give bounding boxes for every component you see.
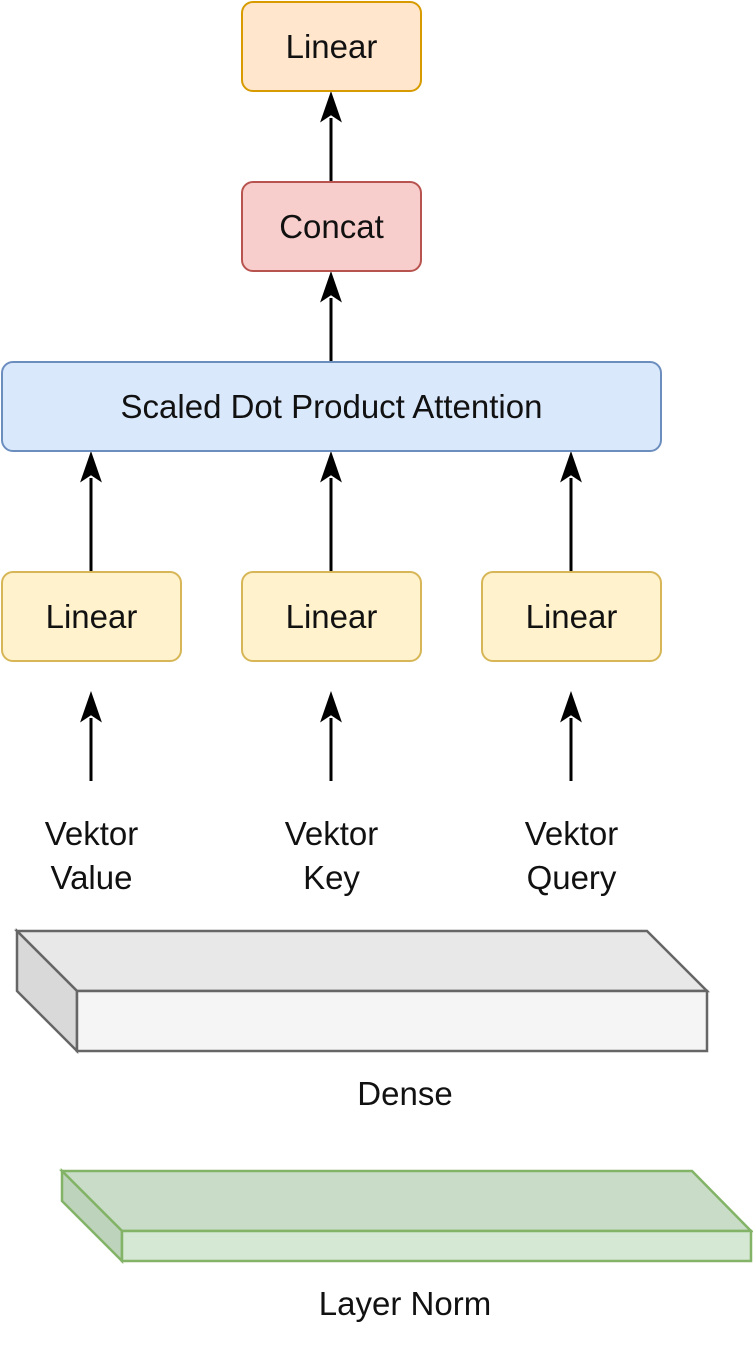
vector-value-label: Vektor Value [1,812,182,900]
layer-norm-block [58,1167,753,1265]
layer-norm-label: Layer Norm [318,1285,492,1322]
vector-value-line1: Vektor [44,815,139,852]
linear-output-label: Linear [285,27,378,65]
linear-query-label: Linear [525,597,618,635]
arrowhead [320,690,342,723]
arrowhead [80,690,102,723]
concat-node: Concat [241,181,422,272]
dense-label: Dense [357,1075,453,1112]
linear-output-node: Linear [241,1,422,92]
linear-value-label: Linear [45,597,138,635]
arrowhead [320,270,342,303]
vector-key-line2: Key [303,859,360,896]
attention-node: Scaled Dot Product Attention [1,361,662,452]
dense-front-face [75,989,709,1053]
concat-label: Concat [279,207,384,245]
arrowhead [320,90,342,123]
arrowhead [320,450,342,483]
norm-front-face [120,1229,753,1263]
vector-key-label: Vektor Key [241,812,422,900]
linear-query-node: Linear [481,571,662,662]
attention-label: Scaled Dot Product Attention [120,387,543,425]
linear-key-node: Linear [241,571,422,662]
arrowhead [80,450,102,483]
vector-value-line2: Value [50,859,133,896]
vector-query-line2: Query [526,859,617,896]
norm-top-face [58,1169,753,1233]
dense-layer-block [13,927,711,1055]
arrowhead [560,690,582,723]
vector-query-line1: Vektor [524,815,619,852]
vector-query-label: Vektor Query [481,812,662,900]
arrowhead [560,450,582,483]
linear-key-label: Linear [285,597,378,635]
vector-key-line1: Vektor [284,815,379,852]
dense-top-face [13,929,711,993]
linear-value-node: Linear [1,571,182,662]
